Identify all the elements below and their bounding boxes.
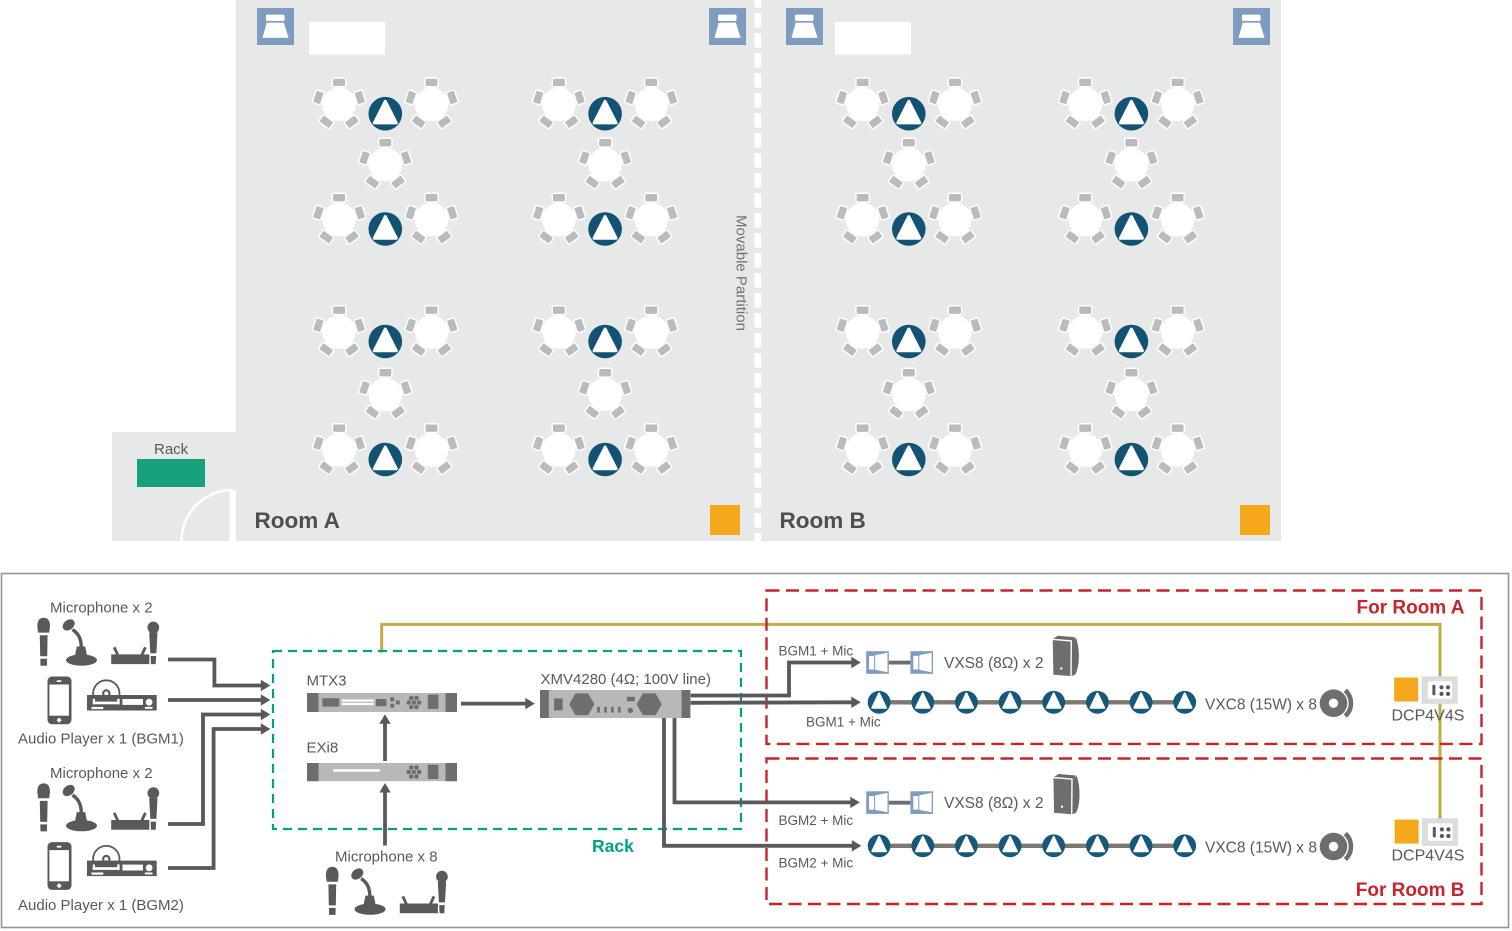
svg-text:Microphone x 8: Microphone x 8 — [335, 849, 438, 866]
svg-text:VXC8 (15W) x 8: VXC8 (15W) x 8 — [1205, 840, 1317, 857]
svg-text:BGM1 + Mic: BGM1 + Mic — [779, 644, 854, 659]
svg-text:DCP4V4S: DCP4V4S — [1392, 848, 1465, 865]
svg-text:Movable Partition: Movable Partition — [733, 215, 750, 331]
svg-text:Audio Player x 1 (BGM1): Audio Player x 1 (BGM1) — [18, 731, 184, 748]
svg-text:VXS8 (8Ω) x 2: VXS8 (8Ω) x 2 — [944, 655, 1043, 672]
svg-text:VXS8 (8Ω) x 2: VXS8 (8Ω) x 2 — [944, 795, 1043, 812]
svg-text:Room B: Room B — [780, 508, 866, 533]
svg-text:BGM2 + Mic: BGM2 + Mic — [779, 813, 854, 828]
svg-text:VXC8 (15W) x 8: VXC8 (15W) x 8 — [1205, 697, 1317, 714]
svg-text:XMV4280 (4Ω; 100V line): XMV4280 (4Ω; 100V line) — [541, 671, 711, 688]
svg-text:For Room A: For Room A — [1356, 598, 1464, 619]
svg-text:Microphone x 2: Microphone x 2 — [50, 765, 153, 782]
svg-text:DCP4V4S: DCP4V4S — [1392, 708, 1465, 725]
svg-text:Rack: Rack — [154, 441, 189, 458]
svg-text:For Room B: For Room B — [1356, 880, 1465, 901]
svg-text:Microphone x 2: Microphone x 2 — [50, 600, 153, 617]
svg-text:BGM2 + Mic: BGM2 + Mic — [779, 856, 854, 871]
svg-text:BGM1 + Mic: BGM1 + Mic — [806, 715, 881, 730]
svg-text:EXi8: EXi8 — [307, 740, 339, 757]
svg-text:MTX3: MTX3 — [307, 673, 347, 690]
svg-text:Rack: Rack — [592, 836, 634, 856]
svg-text:Room A: Room A — [255, 508, 340, 533]
svg-text:Audio Player x 1 (BGM2): Audio Player x 1 (BGM2) — [18, 897, 184, 914]
